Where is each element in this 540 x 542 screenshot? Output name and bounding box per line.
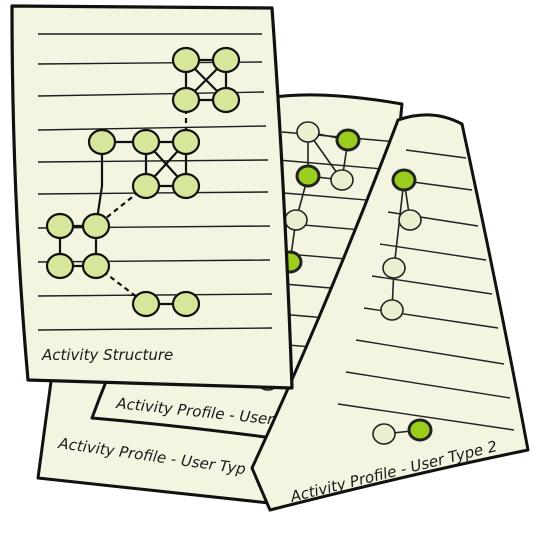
graph-node [45,252,75,280]
profile-graph-user2 [372,168,433,445]
graph-node [81,212,111,240]
graph-node [211,86,241,114]
graph-node [171,290,201,318]
graph-node [171,128,201,156]
graph-node [131,290,161,318]
graph-node [295,164,321,188]
graph-node [171,172,201,200]
structure-graph [45,46,241,318]
graph-node [81,252,111,280]
graph-node [171,46,201,74]
graph-node [382,257,406,279]
graph-node [372,423,396,445]
graph-node [296,121,320,143]
graph-node [330,169,354,191]
page-activity-structure: Activity Structure [10,4,294,390]
graph-node [211,46,241,74]
graph-node [171,86,201,114]
graph-node [407,418,433,442]
graph-node [335,128,361,152]
graph-node [380,299,404,321]
graph-node [284,209,308,231]
graph-node [131,128,161,156]
graph-node [131,172,161,200]
graph-node [391,168,417,192]
graph-node [45,212,75,240]
page-label-structure: Activity Structure [41,346,173,364]
graph-node [87,128,117,156]
graph-node [398,209,422,231]
